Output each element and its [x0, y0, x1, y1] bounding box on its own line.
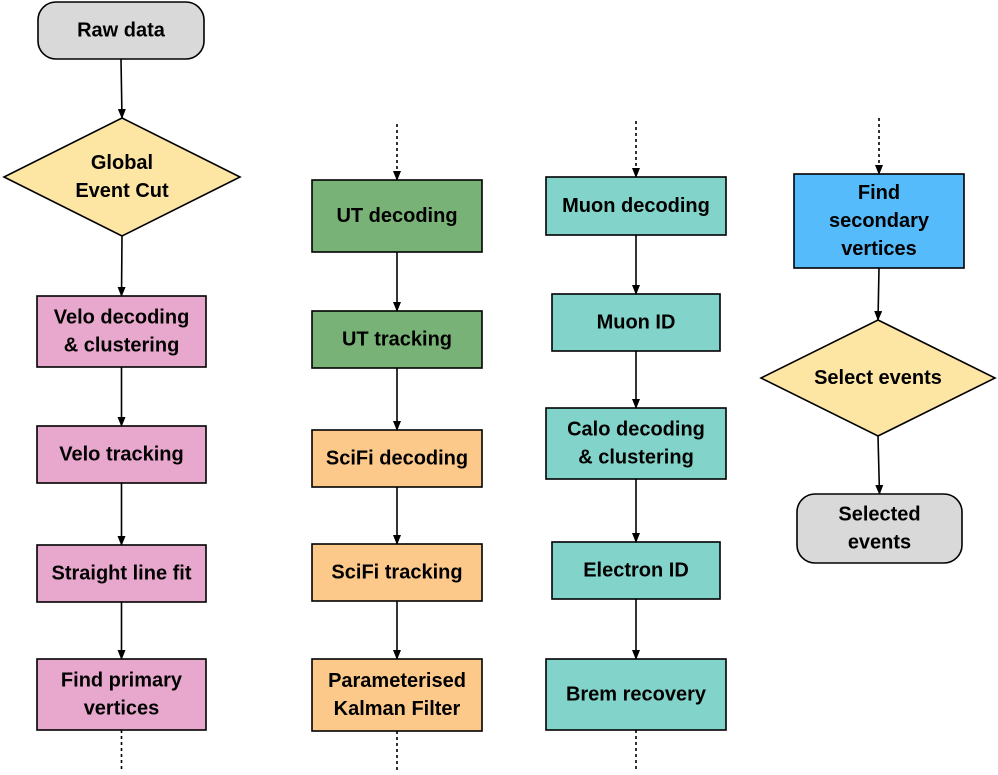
node-select-events: Select events — [759, 319, 997, 437]
node-ut-tracking: UT tracking — [311, 310, 483, 369]
node-label: Velo decoding — [54, 307, 190, 329]
node-label: Brem recovery — [566, 684, 707, 706]
node-label: Find — [858, 182, 900, 204]
edge-global-event-cut-to-velo-decoding — [117, 235, 126, 297]
node-label: Calo decoding — [567, 419, 705, 441]
node-shape-rect — [545, 407, 727, 480]
edges-layer — [117, 58, 884, 771]
node-shape-rect — [551, 293, 721, 352]
node-label: & clustering — [578, 447, 694, 469]
node-electron-id: Electron ID — [551, 541, 721, 600]
node-label: SciFi tracking — [331, 562, 462, 584]
node-ut-decoding: UT decoding — [311, 179, 483, 253]
node-shape-rect — [311, 179, 483, 253]
node-shape-rounded — [796, 493, 963, 564]
node-shape-rect — [311, 658, 483, 732]
node-label: Muon ID — [597, 312, 676, 334]
node-label: & clustering — [64, 335, 180, 357]
node-calo-decoding: Calo decoding & clustering — [545, 407, 727, 480]
node-label: Muon decoding — [562, 195, 710, 217]
edge-select-events-to-selected-events — [875, 435, 884, 495]
node-label: Global — [91, 152, 153, 174]
node-velo-tracking: Velo tracking — [36, 425, 207, 484]
node-label: Event Cut — [75, 180, 169, 202]
node-label: Find primary — [61, 670, 183, 692]
node-shape-rect — [545, 176, 727, 236]
node-muon-decoding: Muon decoding — [545, 176, 727, 236]
node-label: Electron ID — [583, 560, 689, 582]
node-shape-rect — [545, 658, 727, 731]
node-shape-diamond — [759, 319, 997, 437]
node-shape-rect — [36, 658, 207, 731]
node-brem-recovery: Brem recovery — [545, 658, 727, 731]
node-selected-events: Selected events — [796, 493, 963, 564]
node-scifi-tracking: SciFi tracking — [311, 543, 483, 602]
node-label: UT tracking — [342, 329, 452, 351]
node-shape-rect — [551, 541, 721, 600]
edge-raw-data-to-global-event-cut — [117, 58, 126, 119]
node-scifi-decoding: SciFi decoding — [311, 429, 483, 488]
node-label: Straight line fit — [52, 563, 192, 585]
node-shape-rect — [311, 429, 483, 488]
node-label: Raw data — [77, 20, 166, 42]
node-shape-rect — [793, 173, 965, 269]
node-label: Parameterised — [328, 670, 466, 692]
edge-find-secondary-vertices-to-select-events — [874, 267, 883, 321]
node-raw-data: Raw data — [37, 1, 205, 60]
node-shape-rect — [311, 310, 483, 369]
node-shape-rect — [36, 295, 207, 368]
node-find-primary-vertices: Find primary vertices — [36, 658, 207, 731]
node-label: vertices — [84, 698, 160, 720]
node-label: UT decoding — [336, 205, 457, 227]
node-find-secondary-vertices: Find secondary vertices — [793, 173, 965, 269]
node-label: Selected — [838, 504, 920, 526]
node-label: vertices — [841, 238, 917, 260]
node-label: Kalman Filter — [334, 698, 461, 720]
node-label: Select events — [814, 367, 942, 389]
node-velo-decoding: Velo decoding & clustering — [36, 295, 207, 368]
node-label: secondary — [829, 210, 930, 232]
node-label: SciFi decoding — [326, 448, 468, 470]
node-label: Velo tracking — [59, 444, 184, 466]
node-shape-rounded — [37, 1, 205, 60]
node-shape-rect — [311, 543, 483, 602]
node-muon-id: Muon ID — [551, 293, 721, 352]
node-shape-rect — [36, 544, 207, 603]
node-label: events — [848, 532, 911, 554]
node-straight-line-fit: Straight line fit — [36, 544, 207, 603]
node-shape-rect — [36, 425, 207, 484]
node-shape-diamond — [2, 117, 242, 237]
